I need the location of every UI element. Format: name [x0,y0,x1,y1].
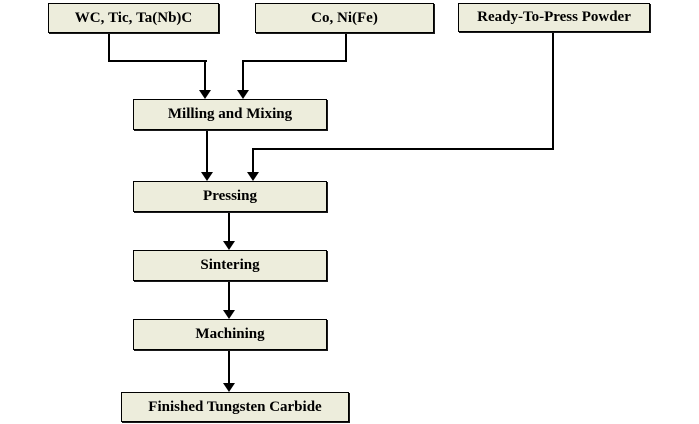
node-co-nife: Co, Ni(Fe) [255,3,434,33]
connector-segment [345,33,347,62]
connector-segment [228,212,230,242]
connector-segment [108,33,110,62]
node-finished-tungsten-carbide: Finished Tungsten Carbide [121,392,349,422]
connector-segment [228,350,230,384]
connector-segment [204,60,206,91]
node-milling-and-mixing: Milling and Mixing [133,99,327,130]
arrowhead-down-icon [201,172,213,181]
connector-segment [242,60,347,62]
node-ready-to-press-powder: Ready-To-Press Powder [458,3,650,32]
connector-segment [228,281,230,311]
arrowhead-down-icon [223,241,235,250]
connector-segment [206,130,208,173]
node-machining: Machining [133,319,327,350]
connector-segment [108,60,207,62]
arrowhead-down-icon [199,90,211,99]
node-wc-tic-tanbc: WC, Tic, Ta(Nb)C [48,3,219,33]
connector-segment [552,32,554,150]
arrowhead-down-icon [247,172,259,181]
node-pressing: Pressing [133,181,327,212]
arrowhead-down-icon [223,383,235,392]
arrowhead-down-icon [237,90,249,99]
node-sintering: Sintering [133,250,327,281]
connector-segment [242,60,244,91]
connector-segment [252,148,254,173]
connector-segment [252,148,554,150]
arrowhead-down-icon [223,310,235,319]
